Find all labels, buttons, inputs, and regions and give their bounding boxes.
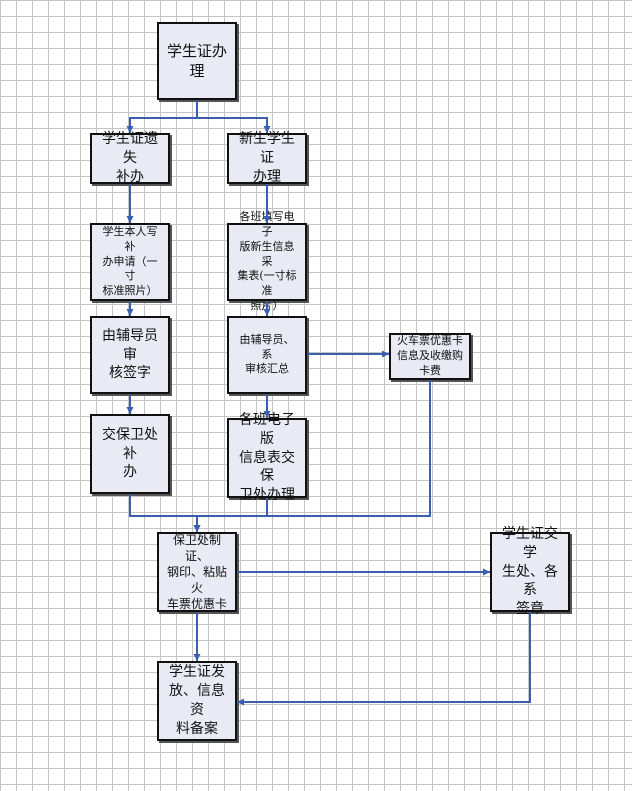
node-n4-label: 学生本人写补 办申请（一寸 标准照片） [102, 224, 158, 298]
node-n11-label: 保卫处制证、 钢印、粘贴火 车票优惠卡 [166, 532, 227, 612]
node-n1[interactable]: 学生证办理 [157, 22, 237, 100]
node-n8-label: 火车票优惠卡 信息及收缴购 卡费 [397, 334, 463, 377]
node-n8[interactable]: 火车票优惠卡 信息及收缴购 卡费 [389, 333, 471, 380]
connector-n1-to-n3 [196, 100, 271, 133]
node-n1-label: 学生证办理 [166, 41, 227, 80]
node-n12-label: 学生证交学 生处、各系 签章 [502, 525, 558, 618]
node-n2[interactable]: 学生证遗失 补办 [90, 131, 170, 185]
node-n3-label: 新生学生证 办理 [239, 131, 295, 185]
node-n10-label: 各班电子版 信息表交保 卫处办理 [239, 411, 295, 504]
node-n5-label: 各班填写电子 版新生信息采 集表(一寸标准 照片） [237, 210, 297, 313]
node-n2-label: 学生证遗失 补办 [102, 131, 158, 185]
node-n9[interactable]: 交保卫处补 办 [90, 414, 170, 494]
node-n13[interactable]: 学生证发 放、信息资 料备案 [157, 661, 237, 741]
node-n4[interactable]: 学生本人写补 办申请（一寸 标准照片） [90, 223, 170, 301]
node-n7-label: 由辅导员、系 审核汇总 [239, 332, 295, 376]
connector-n12-to-n13 [237, 612, 531, 706]
node-n6-label: 由辅导员审 核签字 [102, 327, 158, 382]
node-n5[interactable]: 各班填写电子 版新生信息采 集表(一寸标准 照片） [227, 210, 307, 312]
node-n6[interactable]: 由辅导员审 核签字 [90, 316, 170, 394]
node-n10[interactable]: 各班电子版 信息表交保 卫处办理 [227, 412, 307, 503]
node-n11[interactable]: 保卫处制证、 钢印、粘贴火 车票优惠卡 [157, 532, 237, 612]
connector-n1-to-n2 [126, 100, 198, 133]
node-n7[interactable]: 由辅导员、系 审核汇总 [227, 316, 307, 394]
node-n13-label: 学生证发 放、信息资 料备案 [169, 664, 225, 737]
node-n3[interactable]: 新生学生证 办理 [227, 131, 307, 185]
node-n9-label: 交保卫处补 办 [102, 426, 158, 481]
node-n12[interactable]: 学生证交学 生处、各系 签章 [490, 526, 570, 617]
connector-n9-to-n11 [129, 494, 201, 532]
